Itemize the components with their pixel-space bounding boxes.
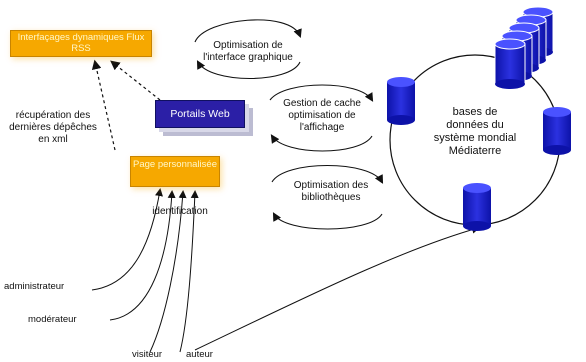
optimisation-bibliotheques-label: Optimisation des bibliothèques (293, 180, 369, 203)
database-icon (543, 107, 571, 155)
rss-arrow-from-portal (110, 60, 161, 101)
author-to-page-line (179, 190, 199, 353)
moderator-to-page-line (109, 190, 176, 321)
cycle-interface (194, 19, 302, 80)
identification-label: identification (152, 206, 208, 217)
database-icon (463, 183, 491, 231)
author-to-database-line (194, 225, 480, 351)
recuperation-label: récupération des dernières dépêches en x… (9, 110, 97, 145)
optimisation-interface-label: Optimisation de l'interface graphique (203, 40, 293, 63)
cycle-cache (269, 84, 374, 152)
moderateur-label: modérateur (28, 314, 77, 325)
administrateur-label: administrateur (4, 281, 65, 292)
portails-web-box: Portails Web (155, 100, 245, 128)
admin-to-page-line (91, 188, 163, 291)
database-icon (387, 77, 415, 125)
page-personnalisee-box: Page personnalisée (130, 156, 220, 187)
auteur-label: auteur (186, 349, 213, 360)
database-cluster-icon (494, 6, 554, 89)
bases-de-donnees-label: bases de données du système mondial Médi… (433, 106, 517, 157)
visiteur-label: visiteur (132, 349, 163, 360)
gestion-cache-label: Gestion de cache optimisation de l'affic… (283, 98, 361, 133)
rss-box: Interfaçages dynamiques Flux RSS (10, 30, 152, 57)
visitor-to-page-line (149, 190, 187, 353)
cycle-bibliotheques (271, 164, 384, 230)
